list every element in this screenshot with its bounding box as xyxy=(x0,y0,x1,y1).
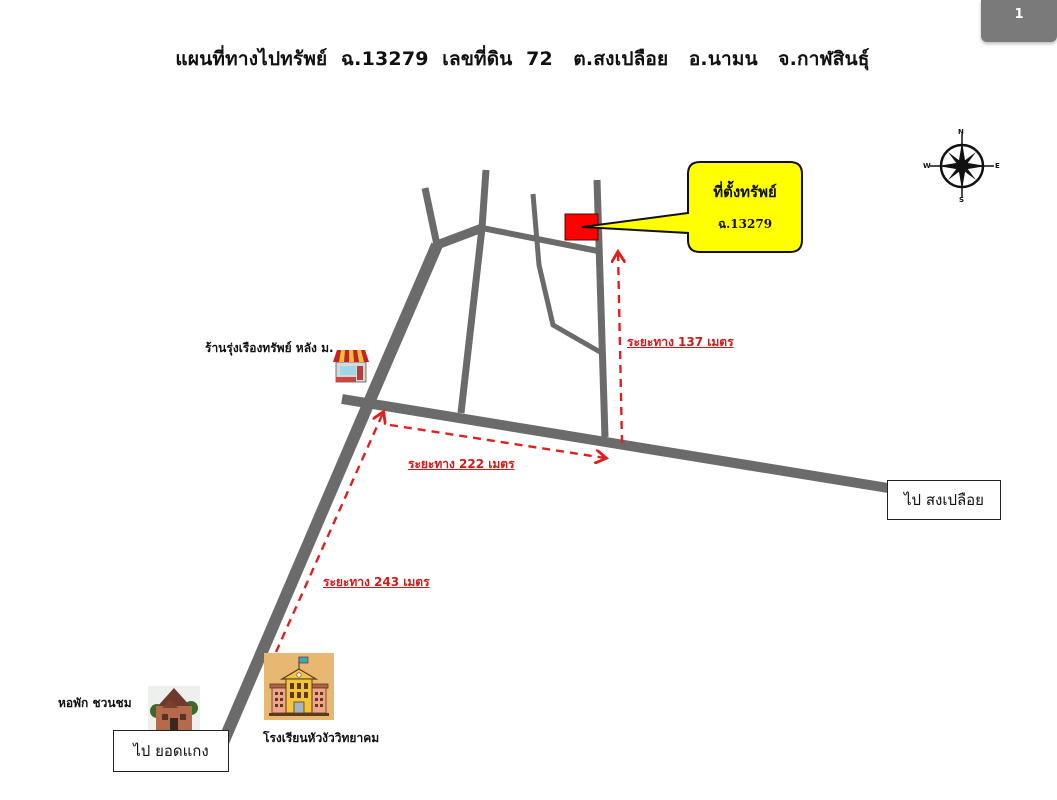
branch-road-nw xyxy=(421,187,441,246)
route-leg-1 xyxy=(274,413,383,653)
north-road-middle xyxy=(457,169,490,414)
distance-label-leg1: ระยะทาง 243 เมตร xyxy=(323,575,430,589)
compass-west-label: W xyxy=(923,162,931,170)
distance-label-leg2: ระยะทาง 222 เมตร xyxy=(408,457,515,471)
map-title: แผนที่ทางไปทรัพย์ ฉ.13279 เลขที่ดิน 72 ต… xyxy=(175,48,870,70)
callout-deed-number: ฉ.13279 xyxy=(717,217,773,231)
compass-icon xyxy=(930,134,994,198)
compass-east-label: E xyxy=(995,162,1000,170)
main-road-north xyxy=(435,223,484,250)
school-icon xyxy=(264,653,334,720)
distance-label-leg3: ระยะทาง 137 เมตร xyxy=(627,335,734,349)
east-west-road xyxy=(341,394,889,493)
school-label: โรงเรียนหัวงัววิทยาคม xyxy=(263,731,380,745)
shop-icon xyxy=(333,350,369,383)
destination-east-box: ไป สงเปลือย xyxy=(887,480,1001,520)
shop-label: ร้านรุ่งเรืองทรัพย์ หลัง ม. xyxy=(205,341,334,355)
destination-south-box: ไป ยอดแกง xyxy=(113,730,229,772)
compass-north-label: N xyxy=(958,128,964,136)
curvy-branch-road xyxy=(530,193,602,355)
dorm-house-icon xyxy=(148,686,200,732)
dorm-label: หอพัก ชวนชม xyxy=(58,696,132,710)
compass-south-label: S xyxy=(959,196,965,204)
page-number-badge: 1 xyxy=(981,0,1057,42)
callout-bubble xyxy=(581,161,803,253)
callout-title: ที่ตั้งทรัพย์ xyxy=(713,183,777,201)
route-leg-3 xyxy=(618,253,622,444)
top-connector-road xyxy=(481,225,599,254)
